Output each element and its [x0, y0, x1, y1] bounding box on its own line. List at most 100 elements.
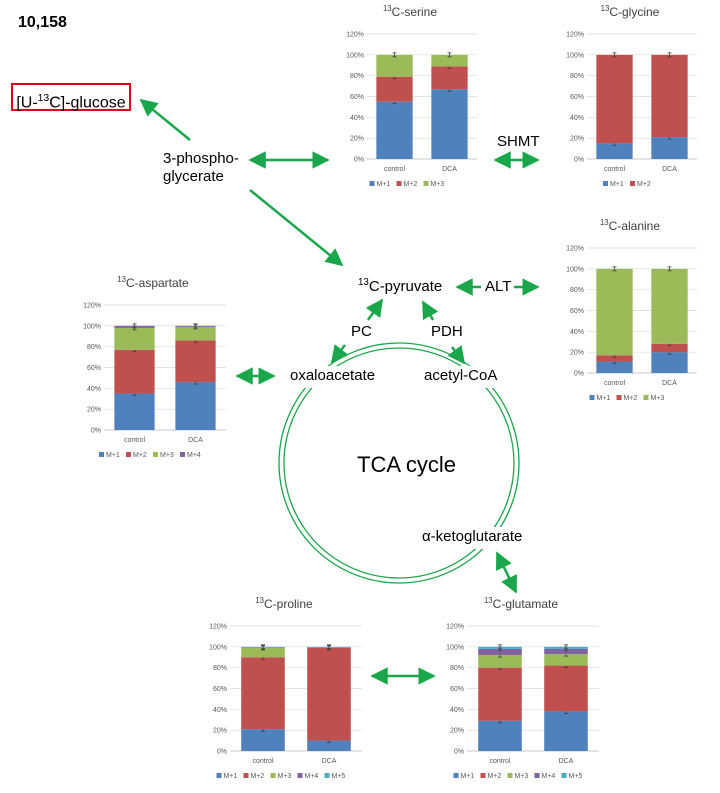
legend-label: M+4: [187, 452, 201, 459]
y-tick-label: 80%: [87, 344, 101, 351]
arrow-pc-to-oaa: [330, 344, 349, 364]
legend-label: M+1: [597, 395, 611, 402]
legend-swatch: [423, 181, 429, 186]
y-tick-label: 120%: [209, 624, 227, 631]
node-3-phosphoglycerate-line1: 3-phospho-: [163, 150, 239, 167]
legend-swatch: [643, 395, 649, 400]
legend-swatch: [589, 395, 595, 400]
bar-segment: [596, 355, 633, 362]
y-tick-label: 60%: [570, 308, 584, 315]
bar-segment: [114, 327, 155, 350]
y-tick-label: 100%: [83, 323, 101, 330]
x-tick-label: control: [604, 380, 625, 387]
bar-segment: [596, 268, 633, 356]
bar-segment: [544, 654, 588, 666]
bar-segment: [175, 326, 216, 341]
bar-segment: [431, 89, 468, 159]
legend-label: M+2: [133, 452, 147, 459]
legend-label: M+3: [651, 395, 665, 402]
node-alpha-ketoglutarate: α-ketoglutarate: [422, 528, 523, 545]
y-tick-label: 20%: [570, 350, 584, 357]
y-tick-label: 0%: [354, 157, 364, 164]
legend-label: M+5: [569, 773, 583, 780]
legend-swatch: [99, 452, 104, 457]
y-tick-label: 120%: [446, 624, 464, 631]
node-pyruvate: 13C-pyruvate: [358, 277, 442, 295]
legend-label: M+2: [488, 773, 502, 780]
y-tick-label: 40%: [570, 115, 584, 122]
x-tick-label: control: [604, 166, 625, 173]
legend-swatch: [603, 181, 608, 186]
legend-label: M+3: [278, 773, 292, 780]
y-tick-label: 100%: [566, 52, 584, 59]
pyruvate-sup: 13: [358, 277, 369, 288]
y-tick-label: 80%: [570, 73, 584, 80]
arrow-pg-to-glucose: [139, 98, 191, 141]
legend-swatch: [369, 181, 375, 186]
chart-title: 13C-glycine: [600, 4, 660, 19]
legend-swatch: [126, 452, 131, 457]
bar-segment: [651, 137, 688, 159]
legend-swatch: [561, 773, 567, 778]
y-tick-label: 40%: [570, 329, 584, 336]
legend-swatch: [153, 452, 158, 457]
legend-swatch: [180, 452, 185, 457]
bar-segment: [544, 648, 588, 655]
x-tick-label: DCA: [662, 380, 677, 387]
y-tick-label: 40%: [350, 115, 364, 122]
arrow-pg-to-pyruvate: [249, 189, 344, 267]
y-tick-label: 100%: [566, 266, 584, 273]
chart-alanine: 13C-alanine 0%20%40%60%80%100%120%contro…: [555, 218, 705, 410]
legend-label: M+1: [610, 181, 624, 188]
legend-swatch: [270, 773, 276, 778]
arrow-akg-glutamate: [495, 551, 518, 594]
glucose-label-sup: 13: [37, 93, 50, 104]
bar-segment: [478, 667, 522, 721]
bar-segment: [596, 54, 633, 144]
legend-label: M+3: [160, 452, 174, 459]
node-oxaloacetate: oxaloacetate: [290, 367, 376, 384]
chart-glycine: 13C-glycine 0%20%40%60%80%100%120%contro…: [555, 4, 705, 196]
glucose-label-post: C]-glucose: [49, 94, 126, 112]
glucose-label-pre: [U-: [16, 94, 38, 112]
x-tick-label: control: [489, 758, 510, 765]
enzyme-pc: PC: [351, 323, 372, 340]
legend-label: M+2: [404, 181, 418, 188]
bar-segment: [376, 101, 413, 159]
bar-segment: [478, 648, 522, 656]
bar-segment: [307, 647, 351, 741]
y-tick-label: 0%: [91, 428, 101, 435]
enzyme-pdh: PDH: [431, 323, 463, 340]
chart-aspartate: 13C-aspartate 0%20%40%60%80%100%120%cont…: [72, 275, 234, 467]
bar-segment: [544, 665, 588, 712]
y-tick-label: 20%: [213, 728, 227, 735]
y-tick-label: 40%: [87, 386, 101, 393]
x-tick-label: control: [252, 758, 273, 765]
arrow-pdh-to-pyruvate: [421, 300, 439, 321]
tca-cycle-label: TCA cycle: [357, 452, 457, 477]
x-tick-label: control: [124, 437, 145, 444]
x-tick-label: DCA: [442, 166, 457, 173]
y-tick-label: 80%: [350, 73, 364, 80]
bar-segment: [431, 54, 468, 67]
y-tick-label: 20%: [87, 407, 101, 414]
bar-segment: [307, 740, 351, 751]
legend-label: M+4: [542, 773, 556, 780]
legend-label: M+5: [332, 773, 346, 780]
chart-title: 13C-proline: [255, 596, 313, 611]
legend-swatch: [616, 395, 622, 400]
legend-swatch: [216, 773, 222, 778]
chart-title: 13C-serine: [382, 4, 438, 19]
bar-segment: [596, 143, 633, 159]
legend-label: M+2: [251, 773, 265, 780]
legend-swatch: [480, 773, 486, 778]
bar-segment: [114, 393, 155, 430]
bar-segment: [544, 711, 588, 751]
y-tick-label: 60%: [213, 686, 227, 693]
bar-segment: [596, 361, 633, 373]
legend-label: M+2: [637, 181, 651, 188]
bar-segment: [651, 352, 688, 373]
y-tick-label: 20%: [570, 136, 584, 143]
legend-label: M+3: [431, 181, 445, 188]
bar-segment: [175, 340, 216, 383]
